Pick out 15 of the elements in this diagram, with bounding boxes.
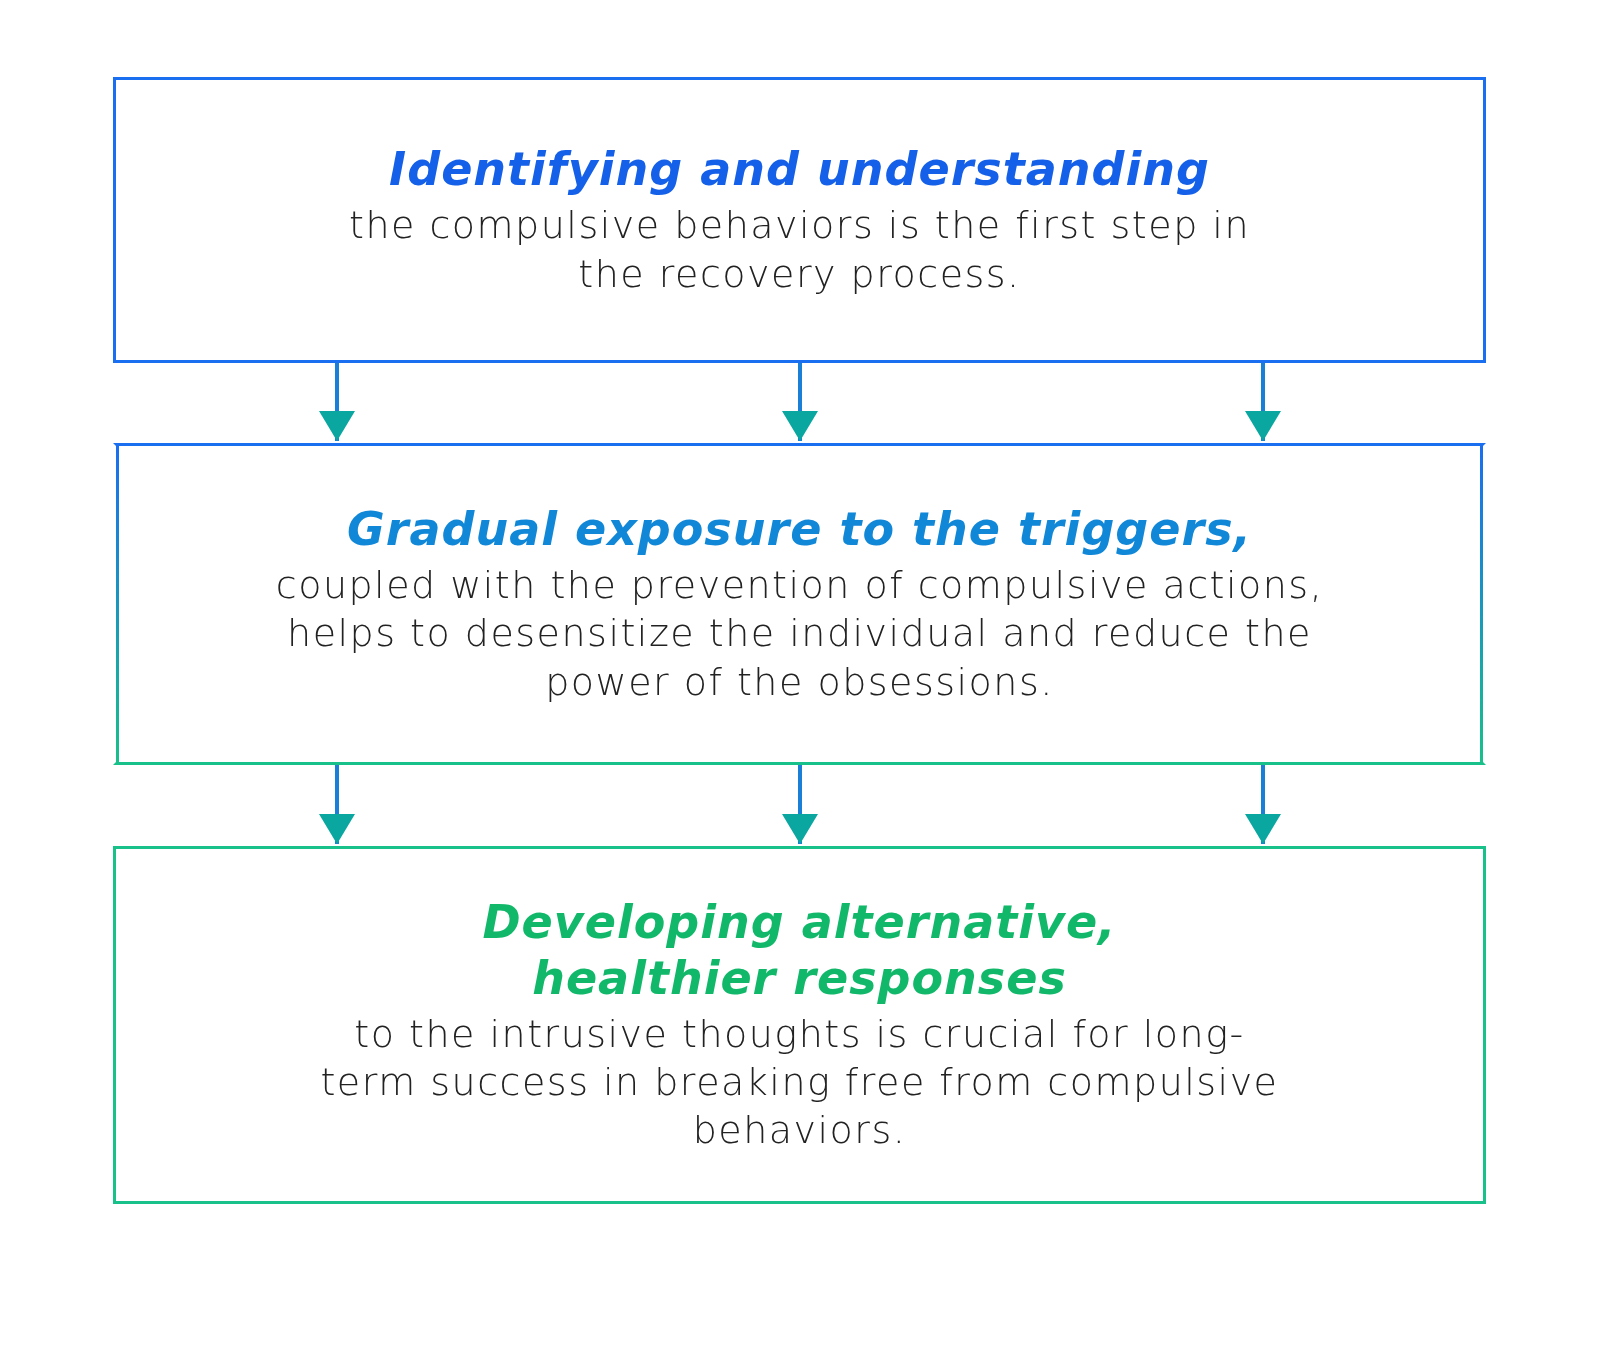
- arrow: [1248, 363, 1278, 441]
- heading: Identifying and understanding: [389, 142, 1210, 198]
- heading: Developing alternative, healthier responses: [481, 895, 1118, 1006]
- text-box: [113, 77, 1486, 363]
- text-box: [113, 846, 1486, 1204]
- arrow: [785, 765, 815, 844]
- arrow: [322, 363, 352, 441]
- description: the compulsive behaviors is the first step in the recovery process.: [348, 202, 1251, 298]
- arrow: [322, 765, 352, 844]
- heading: Gradual exposure to the triggers,: [347, 502, 1252, 558]
- arrow: [1248, 765, 1278, 844]
- description: to the intrusive thoughts is crucial for long-term success in breaking free from compulsive behaviors.: [319, 1010, 1280, 1155]
- text-box: [113, 443, 1486, 765]
- description: coupled with the prevention of compulsive actions, helps to desensitize the individual and reduce the power of the obsessions.: [274, 562, 1325, 706]
- arrow: [785, 363, 815, 441]
